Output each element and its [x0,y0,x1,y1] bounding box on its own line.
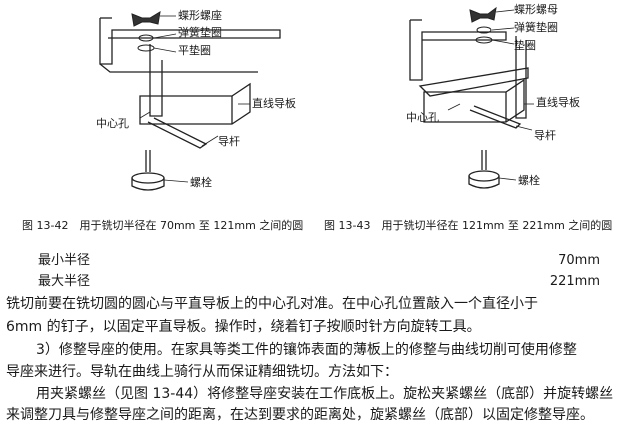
label-wing-nut: 蝶形螺座 [178,9,222,22]
paragraph-line: 铣切前要在铣切圆的圆心与平直导板上的中心孔对准。在中心孔位置敲入一个直径小于 [6,296,538,312]
figure-13-42: 蝶形螺座 弹簧垫圈 平垫圈 直线导板 中心孔 导杆 螺栓 [0,0,320,208]
paragraph-line: 3）修整导座的使用。在家具等类工件的镶饰表面的薄板上的修整与曲线切削可使用修整 [36,342,577,358]
paragraph-line: 来调整刀具与修整导座之间的距离，在达到要求的距离处，旋紧螺丝（底部）以固定修整导… [6,407,594,423]
label-straight-guide: 直线导板 [536,96,580,109]
label-screw: 螺栓 [518,174,540,187]
paragraph-line: 6mm 的钉子，以固定平直导板。操作时，绕着钉子按顺时针方向旋转工具。 [6,319,481,335]
label-guide-rod: 导杆 [218,135,240,148]
figure-13-43: 蝶形螺母 弹簧垫圈 垫圈 直线导板 中心孔 导杆 螺栓 [320,0,640,208]
label-screw: 螺栓 [190,176,212,189]
spec-value: 221mm [549,274,600,289]
figure-13-42-drawing [99,11,281,191]
spec-value: 70mm [558,253,600,268]
label-flat-washer: 平垫圈 [178,44,211,57]
label-wing-nut: 蝶形螺母 [514,3,558,16]
paragraph-line: 导座来进行。导轨在曲线上骑行从而保证精细铣切。方法如下： [6,364,398,380]
label-spring-washer: 弹簧垫圈 [514,21,558,34]
figure-13-43-drawing [409,6,534,189]
label-spring-washer: 弹簧垫圈 [178,26,222,39]
label-straight-guide: 直线导板 [252,97,296,110]
label-guide-rod: 导杆 [534,129,556,142]
label-flat-washer: 垫圈 [514,39,536,52]
paragraph-line: 用夹紧螺丝（见图 13-44）将修整导座安装在工作底板上。旋松夹紧螺丝（底部）并… [36,386,614,402]
spec-name: 最大半径 [38,274,91,289]
spec-name: 最小半径 [38,253,91,268]
label-center-hole: 中心孔 [406,111,439,124]
label-center-hole: 中心孔 [96,117,129,130]
caption-figure-13-42: 图 13-42 用于铣切半径在 70mm 至 121mm 之间的圆 [22,219,304,232]
caption-figure-13-43: 图 13-43 用于铣切半径在 121mm 至 221mm 之间的圆 [324,219,613,232]
